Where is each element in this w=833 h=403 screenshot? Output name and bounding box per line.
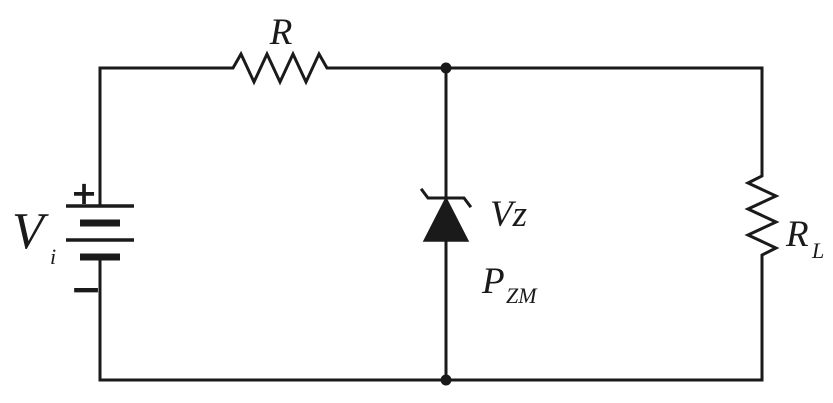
load-resistor-subscript: L <box>811 238 824 263</box>
zener-voltage-label: Vz <box>490 194 527 235</box>
bottom-junction-dot <box>440 374 452 386</box>
zener-power-label: P <box>481 261 505 302</box>
input-voltage-subscript: i <box>50 244 56 269</box>
top-wire-series-resistor <box>98 50 764 86</box>
series-resistor-label: R <box>269 12 293 53</box>
right-wire-load-resistor <box>744 66 780 382</box>
top-junction-dot <box>440 62 452 74</box>
battery-minus-sign: − <box>70 267 102 311</box>
input-voltage-label: V <box>12 203 49 260</box>
zener-power-subscript: ZM <box>506 283 538 308</box>
load-resistor-label: R <box>785 214 809 255</box>
battery-plus-sign: + <box>71 174 98 212</box>
